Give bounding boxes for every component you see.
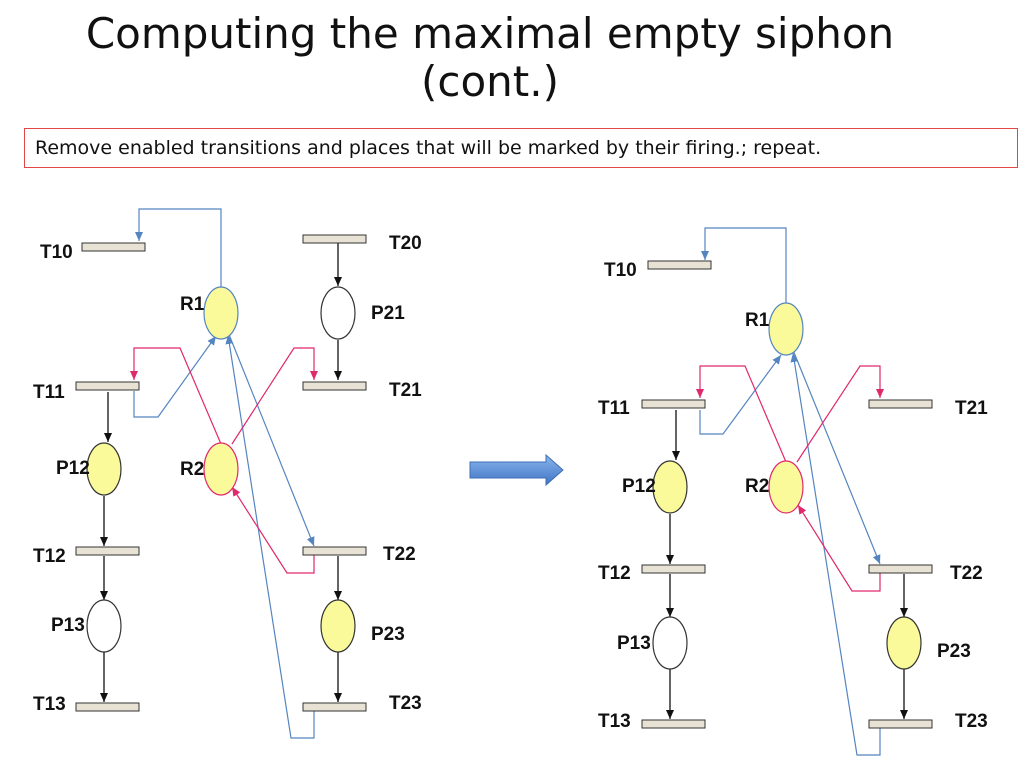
arc-t11-r1 [699,354,782,435]
label-t23: T23 [389,693,422,714]
label-r1: R1 [180,294,205,315]
left-net: T10 T11 T12 T13 T20 T21 T22 T23 R1 R2 P1… [33,208,422,739]
label-t20: T20 [389,233,422,254]
place-p12 [652,460,688,514]
label-t23: T23 [955,711,988,732]
place-r2 [768,460,804,514]
label-r2: R2 [745,476,769,497]
label-p12: P12 [56,458,90,479]
label-t12: T12 [33,546,66,567]
label-t13: T13 [33,694,66,715]
title-line-2: (cont.) [421,57,559,106]
transition-t10 [81,242,146,252]
label-r2: R2 [180,459,204,480]
arc-t23-r1 [790,352,881,756]
label-p23: P23 [937,641,971,662]
label-p12: P12 [622,476,656,497]
transition-t22 [302,546,367,556]
label-t11: T11 [33,382,65,403]
place-p21 [320,286,356,340]
arc-r1-t22 [792,349,881,565]
transition-t11 [641,399,706,409]
label-t22: T22 [950,563,983,584]
label-p23: P23 [371,624,405,645]
transition-t21 [868,399,933,409]
place-p13 [652,616,688,670]
label-r1: R1 [745,310,770,331]
arc-t22-r2 [231,486,315,574]
arc-r2-t21 [231,347,318,445]
transition-t13 [75,702,140,712]
transition-t10 [647,260,712,270]
label-p21: P21 [371,303,405,324]
place-r1 [768,302,804,356]
transition-t12 [75,546,140,556]
arc-r2-t11 [696,365,787,463]
instruction-callout: Remove enabled transitions and places th… [24,128,1018,168]
arc-r2-t21 [796,365,884,463]
label-t21: T21 [389,380,422,401]
title-line-1: Computing the maximal empty siphon [85,9,895,58]
right-net: T10 T11 T12 T13 T21 T22 T23 R1 R2 P12 P1… [598,227,988,756]
arc-r1-t10 [135,208,222,287]
arc-t22-r2 [797,504,881,592]
transition-t20 [302,234,367,244]
label-p13: P13 [617,633,651,654]
arc-r1-t22 [227,331,315,547]
label-t10: T10 [40,242,73,263]
transition-t12 [641,564,706,574]
place-p12 [86,442,122,496]
transition-t21 [302,381,367,391]
label-t12: T12 [598,563,631,584]
transition-t22 [868,564,933,574]
transition-t11 [75,381,140,391]
label-t10: T10 [604,260,637,281]
transition-t23 [302,702,367,712]
transition-t13 [641,719,706,729]
arc-t11-r1 [133,335,217,418]
place-p23 [886,616,922,670]
label-t21: T21 [955,398,988,419]
place-p13 [86,599,122,653]
label-p13: P13 [51,615,85,636]
place-r2 [203,442,239,496]
transform-arrow-icon [469,453,564,487]
slide-title: Computing the maximal empty siphon (cont… [0,10,980,106]
arc-r1-t10 [701,227,787,303]
transition-t23 [868,719,933,729]
arc-t23-r1 [225,334,315,739]
label-t22: T22 [383,544,416,565]
place-p23 [320,599,356,653]
label-t13: T13 [598,711,631,732]
label-t11: T11 [598,398,630,419]
place-r1 [203,286,239,340]
arc-r2-t11 [130,347,222,445]
